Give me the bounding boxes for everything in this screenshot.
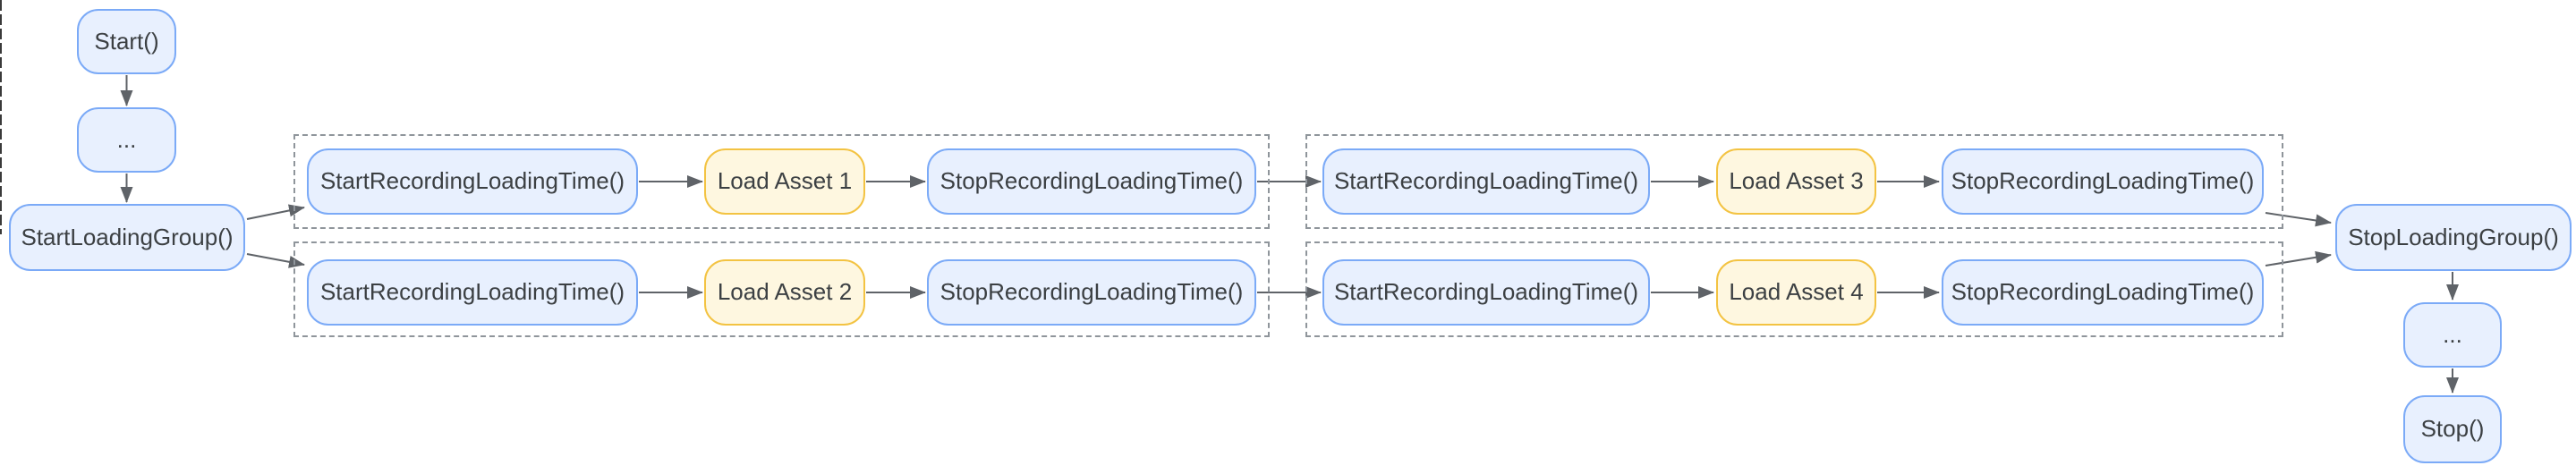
node-rec-start-4-label: StartRecordingLoadingTime()	[1333, 278, 1639, 305]
node-ellipsis-pre: ...	[77, 107, 176, 173]
node-ellipsis-pre-label: ...	[116, 125, 137, 153]
node-start-loading-group: StartLoadingGroup()	[9, 204, 245, 271]
node-rec-stop-2-label: StopRecordingLoadingTime()	[939, 278, 1244, 305]
node-rec-stop-4-label: StopRecordingLoadingTime()	[1951, 278, 2255, 305]
loading-group-1-row-1	[293, 134, 1270, 229]
edge-recstop4-to-stoploadinggroup	[2265, 250, 2332, 267]
node-load-asset-3: Load Asset 3	[1716, 148, 1876, 215]
node-start: Start()	[77, 9, 176, 74]
node-load-asset-3-label: Load Asset 3	[1729, 167, 1864, 194]
node-rec-stop-3: StopRecordingLoadingTime()	[1942, 148, 2264, 215]
node-rec-stop-4: StopRecordingLoadingTime()	[1942, 259, 2264, 326]
node-load-asset-2-label: Load Asset 2	[717, 278, 853, 305]
node-ellipsis-post: ...	[2403, 302, 2502, 368]
node-ellipsis-post-label: ...	[2443, 320, 2462, 348]
node-load-asset-1: Load Asset 1	[704, 148, 865, 215]
node-load-asset-4-label: Load Asset 4	[1729, 278, 1864, 305]
node-rec-start-2-label: StartRecordingLoadingTime()	[319, 278, 625, 305]
node-stop-label: Stop()	[2420, 415, 2485, 442]
node-rec-stop-1: StopRecordingLoadingTime()	[927, 148, 1256, 215]
node-rec-stop-2: StopRecordingLoadingTime()	[927, 259, 1256, 326]
node-start-label: Start()	[94, 27, 159, 55]
node-load-asset-4: Load Asset 4	[1716, 259, 1876, 326]
node-stop: Stop()	[2403, 395, 2502, 463]
node-load-asset-1-label: Load Asset 1	[717, 167, 853, 194]
node-rec-start-4: StartRecordingLoadingTime()	[1322, 259, 1650, 326]
loading-group-1-row-2	[293, 241, 1270, 337]
loading-group-2-row-2	[1305, 241, 2283, 337]
node-rec-start-1: StartRecordingLoadingTime()	[307, 148, 638, 215]
loading-group-2-row-1	[1305, 134, 2283, 229]
node-rec-stop-1-label: StopRecordingLoadingTime()	[939, 167, 1244, 194]
node-rec-start-2: StartRecordingLoadingTime()	[307, 259, 638, 326]
node-rec-start-1-label: StartRecordingLoadingTime()	[319, 167, 625, 194]
node-start-loading-group-label: StartLoadingGroup()	[21, 223, 234, 250]
node-load-asset-2: Load Asset 2	[704, 259, 865, 326]
node-rec-stop-3-label: StopRecordingLoadingTime()	[1951, 167, 2255, 194]
edge-recstop3-to-stoploadinggroup	[2265, 212, 2332, 227]
node-stop-loading-group: StopLoadingGroup()	[2335, 204, 2572, 271]
node-rec-start-3-label: StartRecordingLoadingTime()	[1333, 167, 1639, 194]
node-rec-start-3: StartRecordingLoadingTime()	[1322, 148, 1650, 215]
node-stop-loading-group-label: StopLoadingGroup()	[2348, 223, 2559, 250]
